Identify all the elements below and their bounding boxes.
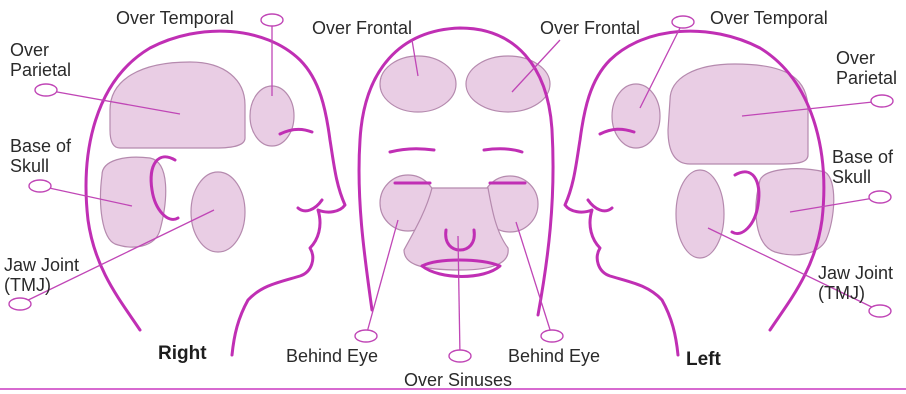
pain-regions [101, 56, 834, 270]
leader-jaw-left-ring [869, 305, 891, 317]
outline-left-ear [732, 172, 759, 234]
leader-jaw-right-ring [9, 298, 31, 310]
bottom-divider [0, 388, 906, 390]
leader-over-parietal-left-ring [871, 95, 893, 107]
label-over-frontal-left: Over Frontal [312, 18, 412, 38]
side-label-right: Right [158, 344, 207, 364]
leader-base-skull-right-ring [29, 180, 51, 192]
label-base-of-skull-left: Base of Skull [832, 147, 893, 187]
region-temporal-left [612, 84, 660, 148]
label-over-parietal-left: Over Parietal [836, 48, 897, 88]
side-label-left: Left [686, 350, 721, 370]
leader-base-skull-left-ring [869, 191, 891, 203]
outline-center-brow-left [390, 149, 434, 152]
label-jaw-joint-left: Jaw Joint (TMJ) [818, 263, 893, 303]
label-jaw-joint-right: Jaw Joint (TMJ) [4, 255, 79, 295]
label-over-sinuses: Over Sinuses [404, 370, 512, 390]
leader-behind-eye-right [366, 220, 398, 336]
leader-over-sinuses-ring [449, 350, 471, 362]
label-behind-eye-left: Behind Eye [508, 346, 600, 366]
leader-behind-eye-right-ring [355, 330, 377, 342]
region-jaw-left [676, 170, 724, 258]
outline-center-brow-right [484, 149, 522, 152]
label-base-of-skull-right: Base of Skull [10, 136, 71, 176]
leader-over-parietal-right-ring [35, 84, 57, 96]
label-behind-eye-right: Behind Eye [286, 346, 378, 366]
label-over-temporal-left: Over Temporal [710, 8, 828, 28]
leader-behind-eye-left [516, 222, 552, 336]
label-over-frontal-right: Over Frontal [540, 18, 640, 38]
region-frontal-center-left [380, 56, 456, 112]
leader-over-temporal-right-ring [261, 14, 283, 26]
label-over-parietal-right: Over Parietal [10, 40, 71, 80]
leader-over-temporal-left-ring [672, 16, 694, 28]
region-jaw-right [191, 172, 245, 252]
leader-behind-eye-left-ring [541, 330, 563, 342]
label-over-temporal-right: Over Temporal [116, 8, 234, 28]
region-parietal-left [668, 64, 808, 164]
